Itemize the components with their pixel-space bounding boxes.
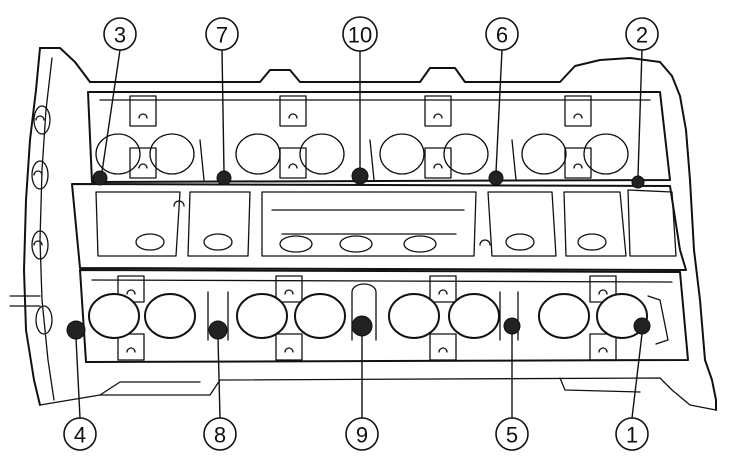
callout-badge: 4	[63, 417, 97, 451]
callout-label: 3	[114, 23, 126, 48]
callout-label: 2	[636, 23, 648, 48]
callout-badge: 7	[205, 17, 239, 51]
head-bolt	[351, 167, 369, 185]
callout-label: 4	[74, 423, 86, 448]
head-bolt	[488, 170, 504, 186]
head-bolt	[351, 315, 373, 337]
callout-label: 7	[216, 23, 228, 48]
callout-badge: 2	[625, 17, 659, 51]
callout-label: 8	[214, 423, 226, 448]
head-casting	[9, 47, 717, 411]
callout-badge: 9	[345, 417, 379, 451]
callout-label: 9	[356, 423, 368, 448]
upper-journal-caps	[129, 95, 592, 179]
lower-cam-bay	[79, 269, 689, 363]
head-bolt	[66, 320, 86, 340]
head-bolt	[208, 320, 228, 340]
callouts-top: 3 7 10 6 2	[103, 16, 659, 52]
lower-tappets	[88, 293, 648, 339]
callout-badge: 5	[495, 417, 529, 451]
center-rail	[71, 183, 687, 271]
callout-label: 1	[626, 423, 638, 448]
head-bolt	[633, 317, 651, 335]
callout-badge: 1	[615, 417, 649, 451]
callouts-bottom: 4 8 9 5 1	[63, 417, 649, 451]
callout-badge: 6	[485, 17, 519, 51]
leader-lines	[75, 49, 643, 419]
upper-cam-bay	[87, 91, 671, 183]
callout-label: 10	[348, 23, 372, 48]
head-bolt	[216, 170, 232, 186]
upper-tappets	[95, 133, 629, 181]
callout-badge: 10	[342, 16, 378, 52]
callout-label: 6	[496, 23, 508, 48]
head-bolt	[92, 170, 108, 186]
callout-label: 5	[506, 423, 518, 448]
callout-badge: 3	[103, 17, 137, 51]
head-bolt	[631, 175, 645, 189]
callout-badge: 8	[203, 417, 237, 451]
head-bolt	[503, 317, 521, 335]
side-bosses	[31, 105, 53, 335]
